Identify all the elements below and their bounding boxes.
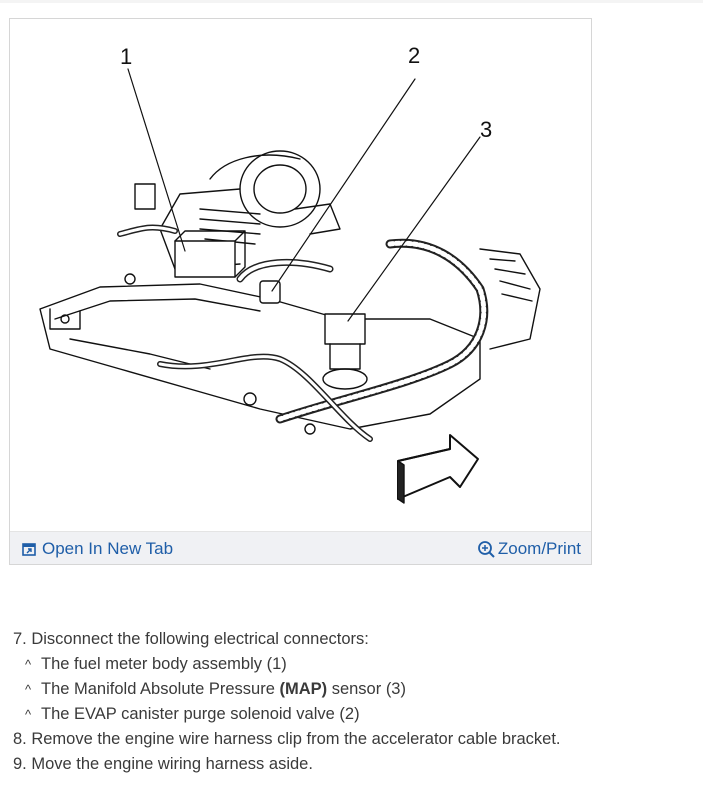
page-top-divider (0, 0, 703, 3)
substep-map-sensor: ^The Manifold Absolute Pressure (MAP) se… (13, 677, 693, 702)
substep-evap-valve: ^The EVAP canister purge solenoid valve … (13, 702, 693, 727)
open-in-new-tab-link[interactable]: Open In New Tab (22, 539, 173, 559)
step-9: 9. Move the engine wiring harness aside. (13, 755, 313, 773)
callout-2: 2 (408, 43, 420, 68)
new-tab-icon (22, 542, 36, 556)
engine-diagram-figure: 1 2 3 Open In New Tab Zoom/Print (9, 18, 592, 565)
caret-bullet-icon: ^ (25, 707, 32, 722)
caret-bullet-icon: ^ (25, 682, 32, 697)
zoom-print-label: Zoom/Print (497, 539, 581, 558)
magnifier-icon (477, 540, 495, 558)
zoom-print-link[interactable]: Zoom/Print (477, 539, 581, 559)
step-7: 7. Disconnect the following electrical c… (13, 630, 369, 648)
callout-1: 1 (120, 44, 132, 69)
step-8: 8. Remove the engine wire harness clip f… (13, 730, 561, 748)
substep-fuel-meter: ^The fuel meter body assembly (1) (13, 652, 693, 677)
open-in-new-tab-label: Open In New Tab (42, 539, 174, 558)
procedure-steps: 7. Disconnect the following electrical c… (13, 627, 693, 777)
engine-diagram: 1 2 3 (39, 43, 541, 504)
caret-bullet-icon: ^ (25, 657, 32, 672)
callout-3: 3 (480, 117, 492, 142)
figure-toolbar: Open In New Tab Zoom/Print (10, 531, 591, 564)
